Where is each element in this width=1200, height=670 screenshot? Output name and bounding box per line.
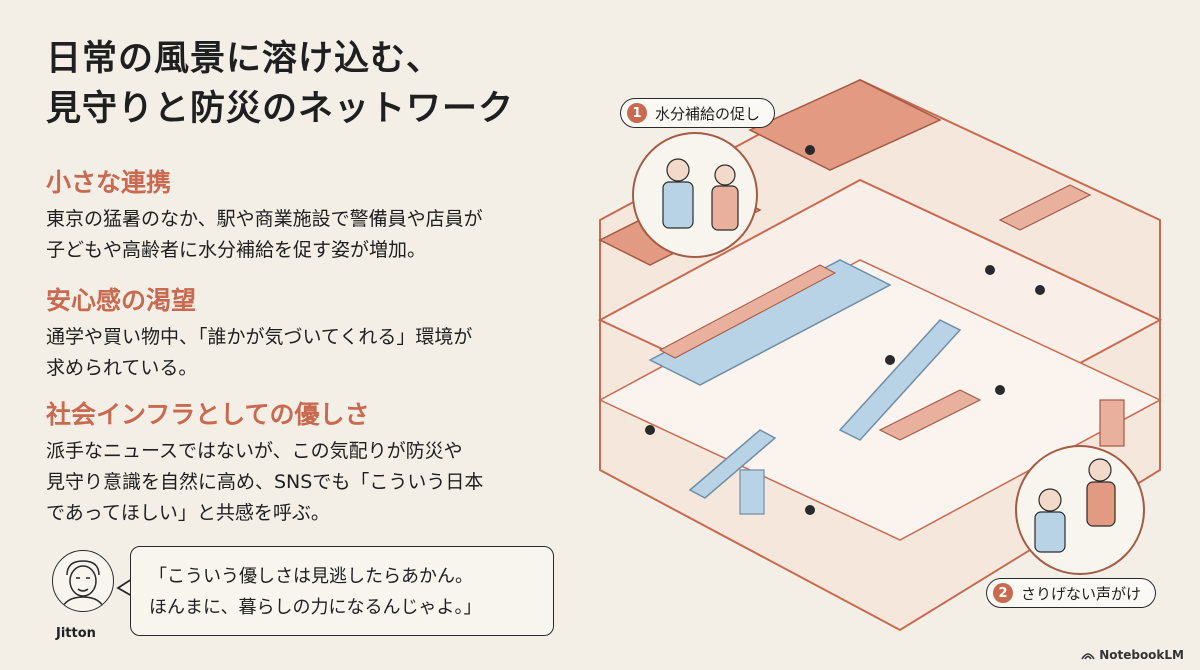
tag-hydration-prompt: 1 水分補給の促し: [620, 98, 776, 128]
title-line-1: 日常の風景に溶け込む、: [46, 39, 443, 79]
section-body: 派手なニュースではないが、この気配りが防災や 見守り意識を自然に高め、SNSでも…: [46, 436, 483, 529]
notebooklm-logo-icon: [1081, 653, 1095, 660]
section-heading: 小さな連携: [46, 168, 172, 197]
quote-line-1: 「こういう優しさは見逃したらあかん。: [149, 566, 473, 587]
quote-line-2: ほんまに、暮らしの力になるんじゃよ。」: [149, 597, 482, 618]
section-small-cooperation: 小さな連携 東京の猛暑のなか、駅や商業施設で警備員や店員が 子どもや高齢者に水分…: [46, 166, 483, 266]
tag-number: 1: [627, 103, 647, 123]
section-desire-for-security: 安心感の渇望 通学や買い物中、「誰かが気づいてくれる」環境が 求められている。: [46, 284, 472, 384]
section-social-infrastructure: 社会インフラとしての優しさ 派手なニュースではないが、この気配りが防災や 見守り…: [46, 398, 483, 529]
section-line: であってほしい」と共感を呼ぶ。: [46, 502, 330, 524]
brand-label: NotebookLM: [1099, 648, 1184, 662]
tag-number: 2: [993, 583, 1013, 603]
speaker-name: Jitton: [56, 626, 96, 641]
section-line: 見守り意識を自然に高め、SNSでも「こういう日本: [46, 471, 484, 493]
section-body: 通学や買い物中、「誰かが気づいてくれる」環境が 求められている。: [46, 322, 472, 384]
elderly-man-icon: [60, 560, 106, 611]
page-title: 日常の風景に溶け込む、 見守りと防災のネットワーク: [46, 34, 514, 134]
section-body: 東京の猛暑のなか、駅や商業施設で警備員や店員が 子どもや高齢者に水分補給を促す姿…: [46, 204, 483, 266]
avatar: [52, 550, 114, 612]
brand-watermark: NotebookLM: [1081, 648, 1184, 662]
tag-label: さりげない声がけ: [1021, 584, 1142, 603]
section-line: 求められている。: [46, 357, 198, 379]
tag-label: 水分補給の促し: [655, 104, 761, 123]
title-line-2: 見守りと防災のネットワーク: [46, 89, 515, 129]
section-line: 派手なニュースではないが、この気配りが防災や: [46, 440, 463, 462]
station-mall-illustration: [597, 78, 1163, 632]
section-heading: 社会インフラとしての優しさ: [46, 400, 370, 429]
section-heading: 安心感の渇望: [46, 286, 197, 315]
quote-bubble: 「こういう優しさは見逃したらあかん。 ほんまに、暮らしの力になるんじゃよ。」: [130, 546, 554, 636]
section-line: 子どもや高齢者に水分補給を促す姿が増加。: [46, 239, 427, 261]
section-line: 通学や買い物中、「誰かが気づいてくれる」環境が: [46, 326, 473, 348]
tag-casual-greeting: 2 さりげない声がけ: [986, 578, 1157, 608]
speech-pointer: [116, 578, 133, 597]
section-line: 東京の猛暑のなか、駅や商業施設で警備員や店員が: [46, 208, 483, 230]
